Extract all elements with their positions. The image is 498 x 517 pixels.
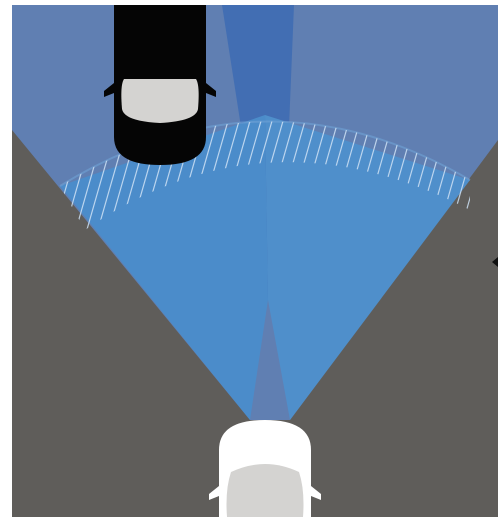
detected-vehicle <box>104 5 216 165</box>
edge-marker <box>492 257 498 267</box>
near-zone-arc <box>59 120 471 187</box>
windshield <box>121 79 199 123</box>
side-mirror-right <box>206 83 216 97</box>
ego-vehicle <box>209 420 321 517</box>
side-mirror-right <box>311 486 321 500</box>
side-mirror-left <box>209 486 219 500</box>
windshield <box>226 464 304 517</box>
left-near-detection-zone <box>60 115 268 420</box>
side-mirror-left <box>104 83 114 97</box>
scene-frame <box>12 5 498 517</box>
right-near-detection-zone <box>265 115 470 420</box>
